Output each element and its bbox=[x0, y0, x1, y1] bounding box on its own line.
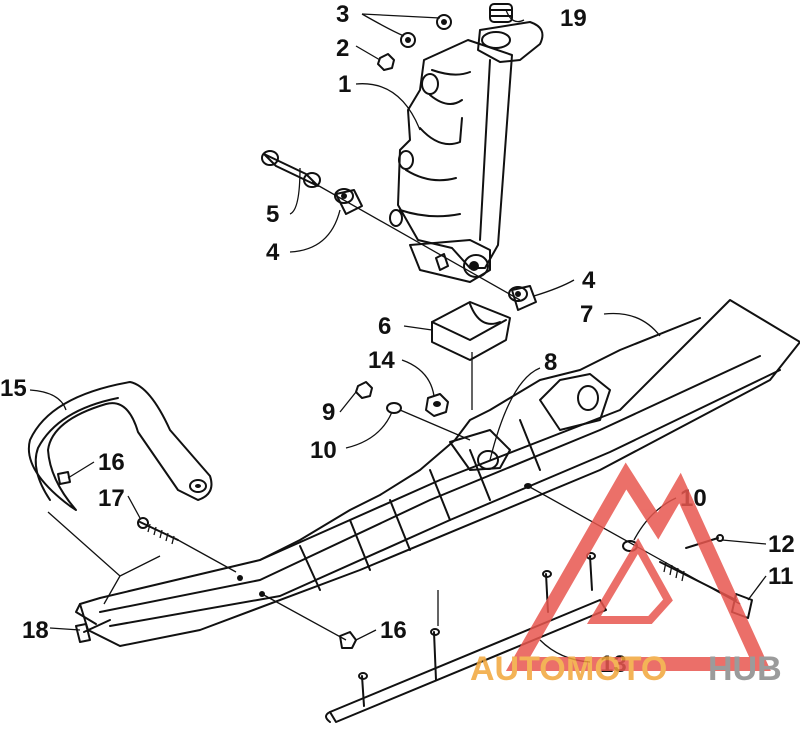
handle-part-15 bbox=[27, 381, 213, 511]
callout-6: 6 bbox=[378, 313, 391, 340]
screw-part-17 bbox=[137, 517, 179, 545]
watermark-hub: HUB bbox=[708, 650, 782, 688]
callout-1: 1 bbox=[338, 71, 351, 98]
callout-5: 5 bbox=[266, 201, 279, 228]
leader-lines bbox=[29, 9, 767, 663]
steering-arm-part-19 bbox=[477, 3, 544, 63]
wear-bar-part-13 bbox=[325, 552, 607, 723]
callout-7: 7 bbox=[580, 301, 593, 328]
locknut-part-14 bbox=[425, 393, 449, 417]
callout-14: 14 bbox=[368, 347, 395, 374]
screw-axis-line bbox=[177, 539, 237, 573]
callout-labels: 3 19 2 1 5 4 4 6 7 14 8 15 9 10 16 17 10… bbox=[0, 1, 795, 678]
ski-part-7 bbox=[75, 299, 800, 647]
watermark-logo-inner bbox=[586, 537, 673, 624]
pin-part-5 bbox=[261, 150, 321, 188]
assembly-axis-line bbox=[311, 181, 521, 301]
callout-12: 12 bbox=[768, 531, 795, 558]
nut-bottom-axis-line bbox=[261, 593, 347, 641]
nut-part-9 bbox=[355, 381, 373, 399]
callout-10-left: 10 bbox=[310, 437, 337, 464]
callout-4-right: 4 bbox=[582, 267, 596, 294]
spindle-part-1 bbox=[389, 39, 513, 283]
watermark-moto: MOTO bbox=[566, 650, 667, 688]
washer-part-3 bbox=[400, 14, 452, 48]
callout-15: 15 bbox=[0, 375, 27, 402]
automotohub-watermark: AUTO MOTO HUB bbox=[470, 462, 782, 688]
watermark-auto: AUTO bbox=[470, 650, 566, 688]
watermark-logo-outer bbox=[505, 462, 771, 671]
callout-2: 2 bbox=[336, 35, 349, 62]
callout-9: 9 bbox=[322, 399, 335, 426]
nut-part-16-bottom bbox=[339, 631, 357, 649]
callout-11: 11 bbox=[768, 563, 793, 590]
handle-leader-lines bbox=[47, 511, 161, 605]
callout-8: 8 bbox=[544, 349, 557, 376]
washer-part-10-left bbox=[386, 402, 402, 414]
cushion-part-6 bbox=[431, 301, 511, 361]
bushing-part-4-left bbox=[334, 188, 363, 215]
nut-part-2 bbox=[377, 53, 395, 71]
bushing-part-4-right bbox=[508, 285, 537, 311]
callout-17: 17 bbox=[98, 485, 125, 512]
callout-16-left: 16 bbox=[98, 449, 125, 476]
bolt-part-16-left bbox=[57, 471, 71, 485]
callout-4-left: 4 bbox=[266, 239, 280, 266]
callout-19: 19 bbox=[560, 5, 587, 32]
callout-3: 3 bbox=[336, 1, 349, 28]
callout-16-bottom: 16 bbox=[380, 617, 407, 644]
callout-18: 18 bbox=[22, 617, 49, 644]
bolt-part-18 bbox=[75, 619, 111, 643]
